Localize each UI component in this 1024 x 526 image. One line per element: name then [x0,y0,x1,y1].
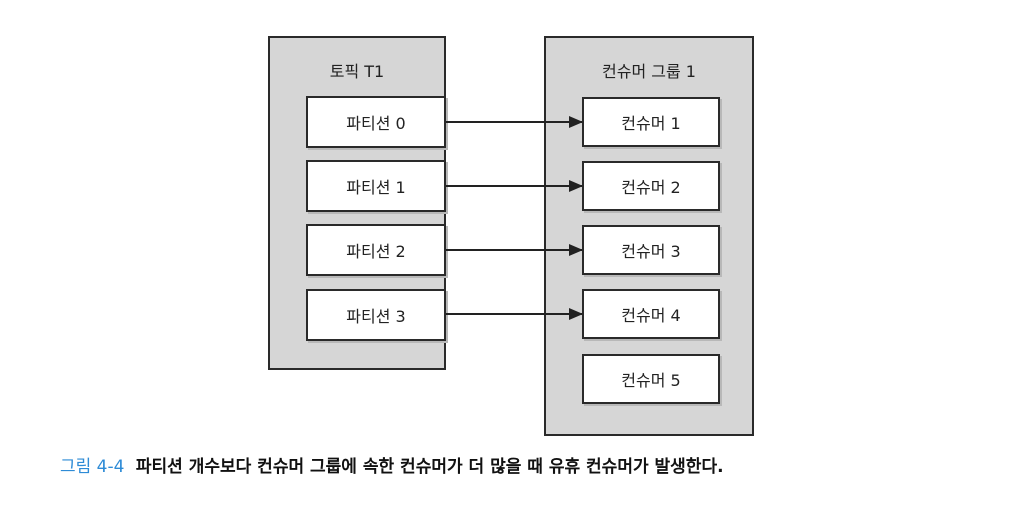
consumer-5-box: 컨슈머 5 [582,354,720,404]
partition-1-box: 파티션 1 [306,160,446,212]
figure-caption-text: 파티션 개수보다 컨슈머 그룹에 속한 컨슈머가 더 많을 때 유휴 컨슈머가 … [135,457,724,477]
consumer-3-box: 컨슈머 3 [582,225,720,275]
consumer-2-box: 컨슈머 2 [582,161,720,211]
consumer-group-title: 컨슈머 그룹 1 [602,62,696,81]
consumer-4-box: 컨슈머 4 [582,289,720,339]
figure-number: 그림 4-4 [60,457,125,477]
figure-caption: 그림 4-4 파티션 개수보다 컨슈머 그룹에 속한 컨슈머가 더 많을 때 유… [60,452,724,477]
partition-0-box: 파티션 0 [306,96,446,148]
partition-3-box: 파티션 3 [306,289,446,341]
topic-title: 토픽 T1 [329,62,385,81]
partition-2-box: 파티션 2 [306,224,446,276]
consumer-1-box: 컨슈머 1 [582,97,720,147]
